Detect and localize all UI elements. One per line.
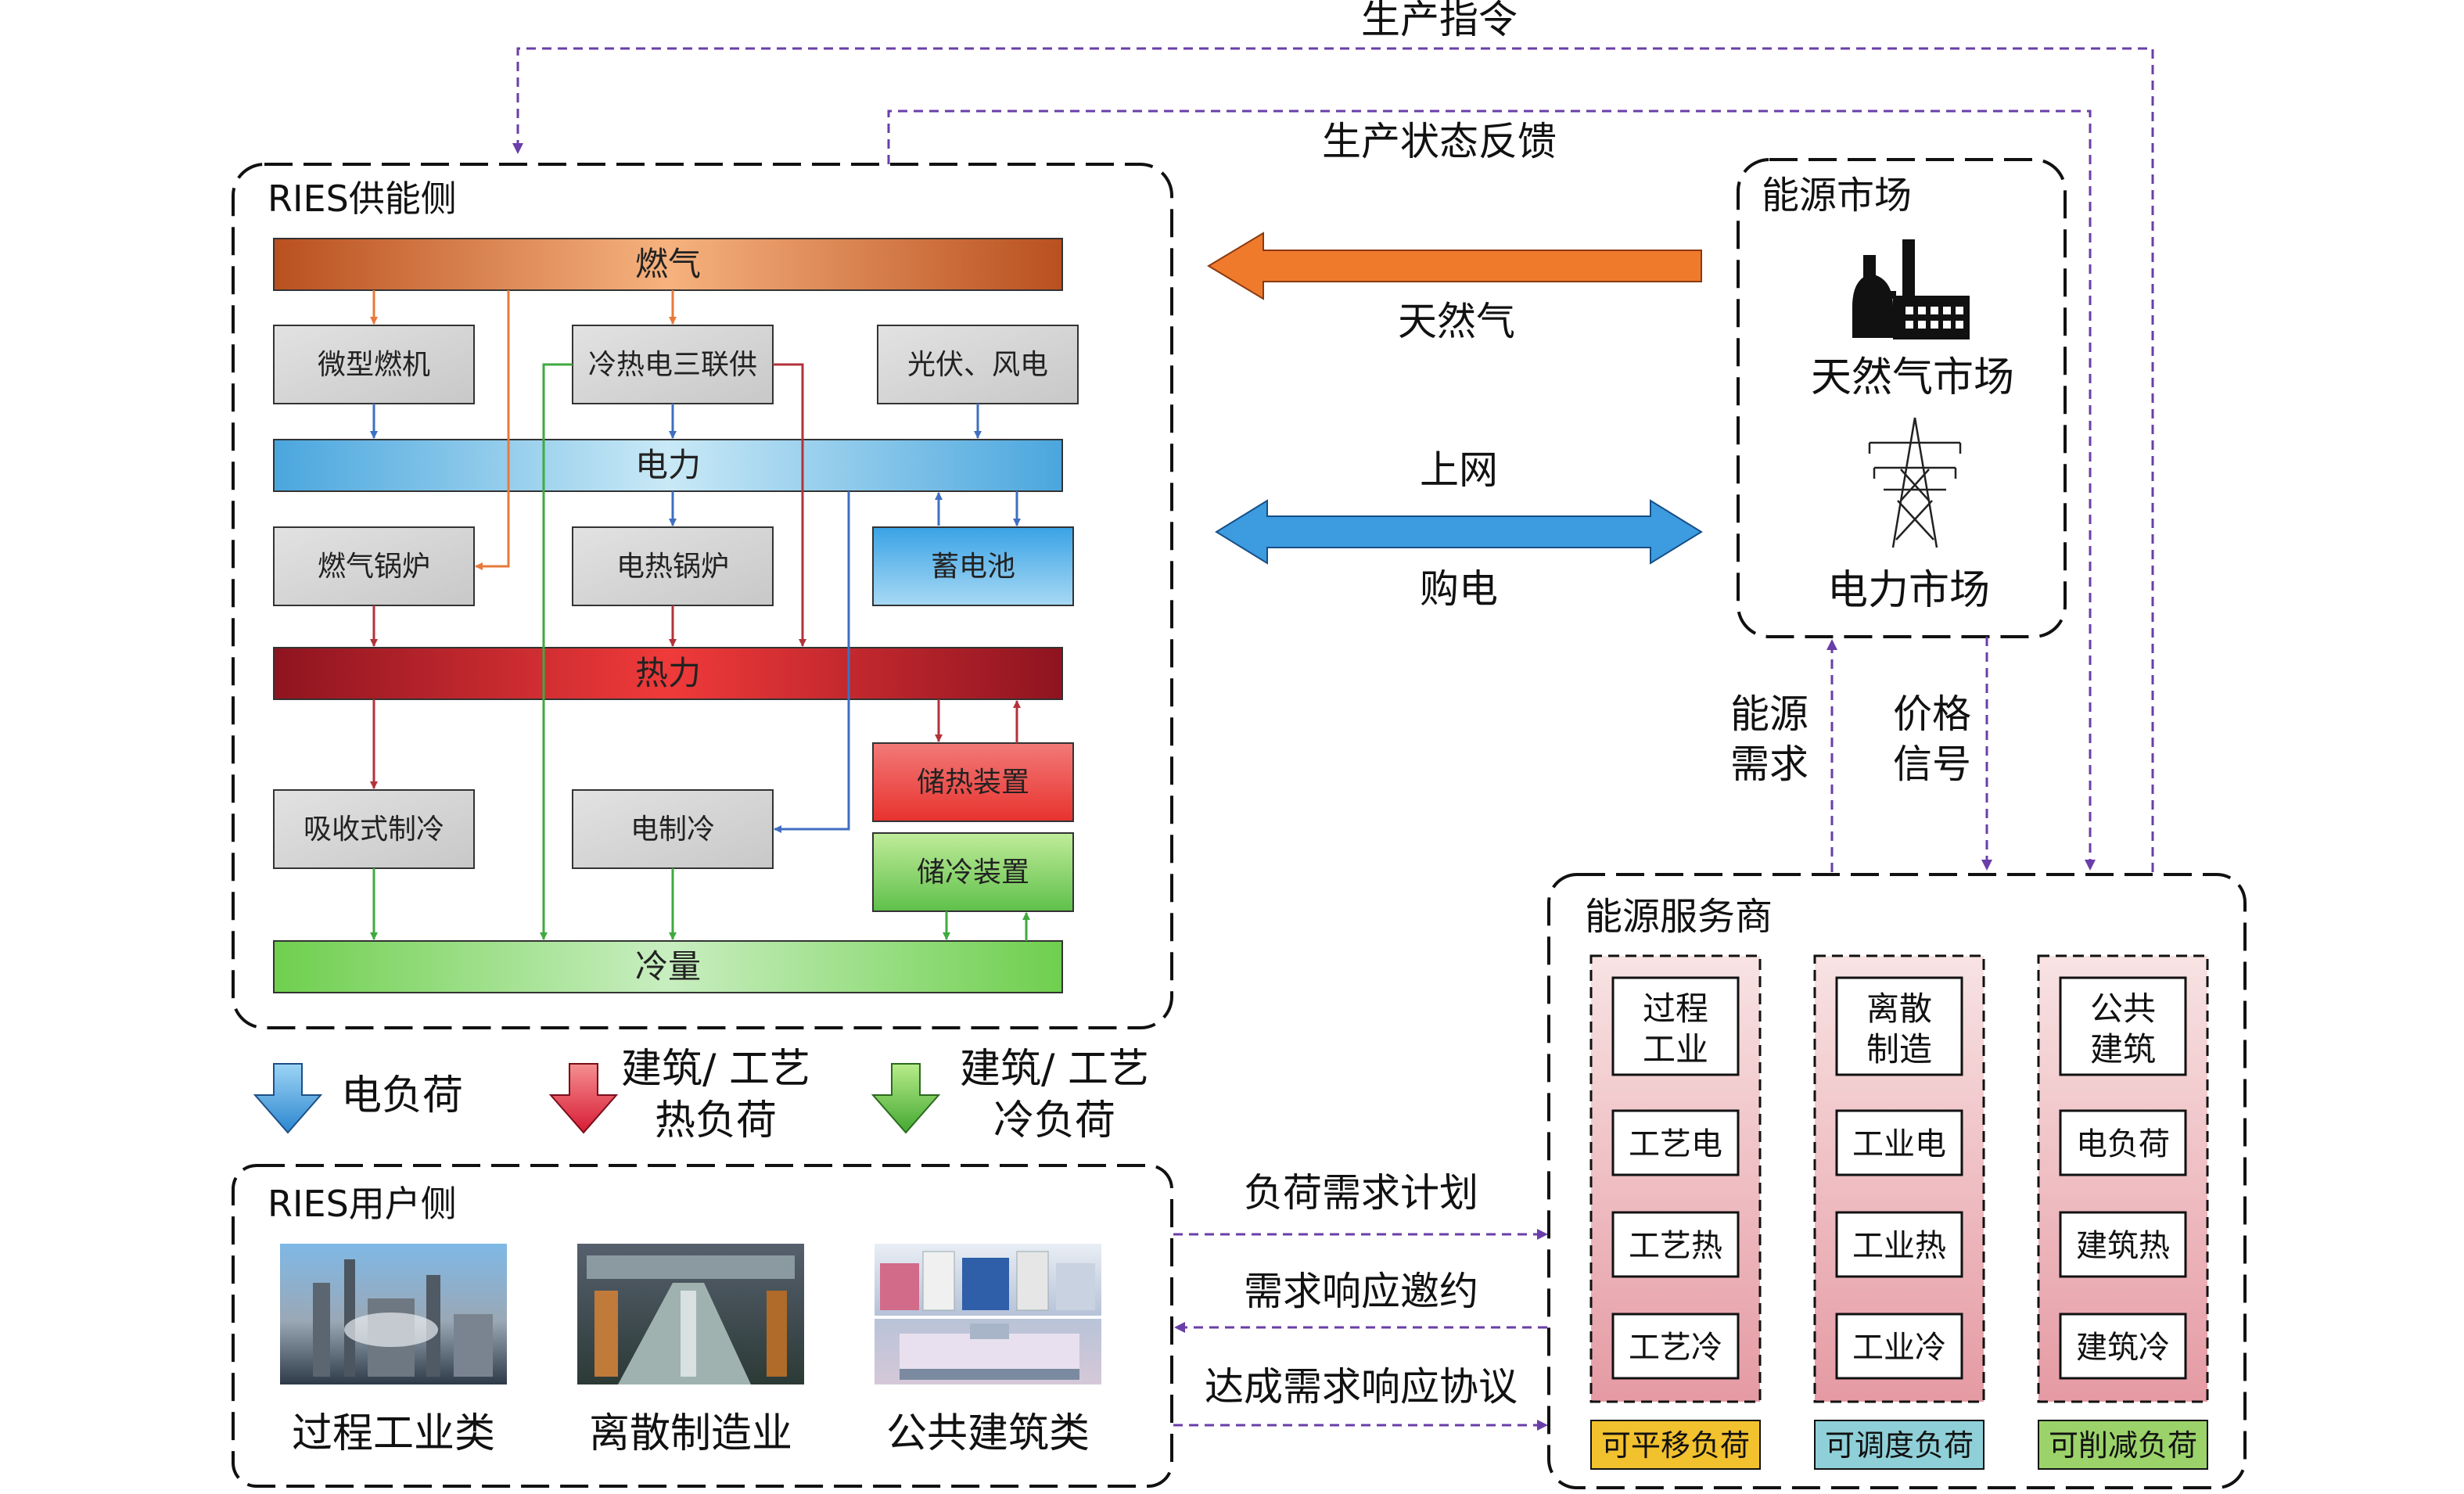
svg-text:燃气锅炉: 燃气锅炉 (318, 551, 430, 583)
production-command-label: 生产指令 (1361, 0, 1518, 42)
service-item: 建筑热 (2076, 1228, 2170, 1264)
svg-text:热力: 热力 (635, 654, 701, 692)
bus-power: 电力 (273, 439, 1063, 492)
electric-chiller-box: 电制冷 (572, 789, 774, 869)
service-item: 工业热 (1852, 1228, 1946, 1264)
service-column-public-head-2: 建筑 (2090, 1030, 2156, 1068)
svg-text:电制冷: 电制冷 (630, 813, 715, 846)
power-flows (370, 404, 1021, 833)
svg-text:电力: 电力 (635, 446, 701, 484)
service-item: 工艺冷 (1629, 1330, 1722, 1366)
cold-storage-box: 储冷装置 (872, 832, 1074, 912)
energy-market-title: 能源市场 (1762, 174, 1912, 217)
svg-text:冷量: 冷量 (635, 947, 701, 986)
svg-text:可平移负荷: 可平移负荷 (1601, 1428, 1750, 1463)
svg-text:微型燃机: 微型燃机 (318, 349, 430, 381)
service-column-public-head-1: 公共 (2090, 989, 2156, 1028)
supply-side-frame (232, 163, 1173, 1029)
svg-text:电热锅炉: 电热锅炉 (616, 551, 729, 583)
svg-text:燃气: 燃气 (635, 245, 701, 283)
service-footer-dispatchable: 可调度负荷 (1814, 1420, 1984, 1470)
power-market-label: 电力市场 (1827, 567, 1990, 614)
electric-load-label: 电负荷 (341, 1072, 463, 1119)
svg-text:蓄电池: 蓄电池 (931, 551, 1015, 583)
production-feedback-label: 生产状态反馈 (1322, 119, 1557, 164)
service-item: 建筑冷 (2076, 1330, 2170, 1366)
production-feedback-line (887, 110, 2096, 871)
service-footer-curtailable: 可削减负荷 (2038, 1420, 2208, 1470)
service-item: 工业电 (1852, 1126, 1946, 1162)
bus-gas: 燃气 (273, 238, 1063, 291)
dr-agreement-label: 达成需求响应协议 (1205, 1364, 1518, 1410)
natural-gas-label: 天然气 (1398, 299, 1515, 344)
grid-buy-label: 购电 (1420, 566, 1498, 612)
heat-flows (370, 363, 1021, 789)
power-tower-icon (1868, 417, 1962, 548)
svg-text:储热装置: 储热装置 (917, 767, 1029, 799)
production-command-line (512, 47, 2154, 872)
user-side-title: RIES用户侧 (268, 1183, 457, 1225)
energy-market-frame (1737, 158, 2067, 638)
service-column-discrete-head-2: 制造 (1866, 1030, 1932, 1068)
cold-load-label-2: 冷负荷 (993, 1097, 1115, 1144)
load-plan-label: 负荷需求计划 (1244, 1170, 1478, 1216)
discrete-manufacturing-photo (577, 1244, 804, 1384)
gas-flows (370, 290, 677, 570)
cold-load-label-1: 建筑/ 工艺 (960, 1046, 1149, 1093)
svg-text:吸收式制冷: 吸收式制冷 (304, 813, 444, 846)
svg-text:储冷装置: 储冷装置 (917, 857, 1029, 889)
svg-text:光伏、风电: 光伏、风电 (907, 349, 1048, 381)
service-column-discrete: 离散 制造 工业电 工业热 工业冷 (1813, 954, 1985, 1403)
bus-cold: 冷量 (273, 940, 1063, 993)
factory-icon (1852, 239, 1970, 339)
gas-boiler-box: 燃气锅炉 (273, 526, 475, 606)
svg-text:可削减负荷: 可削减负荷 (2049, 1428, 2197, 1463)
user-side-frame (232, 1164, 1173, 1488)
price-signal-label-1: 价格 (1893, 691, 1971, 737)
energy-demand-label-2: 需求 (1730, 742, 1808, 787)
heat-storage-box: 储热装置 (872, 742, 1074, 822)
service-provider-title: 能源服务商 (1585, 895, 1773, 939)
service-column-process: 过程 工业 工艺电 工艺热 工艺冷 (1589, 954, 1762, 1403)
bus-heat: 热力 (273, 647, 1063, 700)
service-provider-frame (1547, 873, 2247, 1489)
pv-wind-box: 光伏、风电 (877, 325, 1079, 404)
service-column-discrete-head-1: 离散 (1866, 989, 1932, 1028)
public-buildings-photo (875, 1244, 1101, 1384)
cold-load-arrow (871, 1063, 941, 1134)
service-column-public: 公共 建筑 电负荷 建筑热 建筑冷 (2037, 954, 2209, 1403)
heat-load-label-2: 热负荷 (655, 1097, 777, 1144)
service-column-process-head-2: 工业 (1643, 1030, 1708, 1068)
public-buildings-label: 公共建筑类 (886, 1410, 1090, 1457)
svg-text:冷热电三联供: 冷热电三联供 (588, 349, 757, 381)
supply-side-title: RIES供能侧 (268, 178, 457, 220)
battery-box: 蓄电池 (872, 526, 1074, 606)
heat-load-label-1: 建筑/ 工艺 (621, 1046, 810, 1093)
grid-exchange-arrow (1215, 499, 1703, 565)
process-industry-label: 过程工业类 (292, 1410, 495, 1457)
service-footer-shiftable: 可平移负荷 (1590, 1420, 1761, 1470)
absorption-chiller-box: 吸收式制冷 (273, 789, 475, 869)
price-signal-label-2: 信号 (1893, 742, 1971, 787)
heat-load-arrow (548, 1063, 619, 1134)
cold-flows (370, 363, 1030, 941)
electric-boiler-box: 电热锅炉 (572, 526, 774, 606)
dr-invite-label: 需求响应邀约 (1244, 1269, 1478, 1314)
service-item: 工艺电 (1629, 1126, 1722, 1162)
electric-load-arrow (253, 1063, 323, 1134)
service-item: 电负荷 (2076, 1126, 2170, 1162)
service-item: 工艺热 (1629, 1228, 1722, 1264)
service-item: 工业冷 (1852, 1330, 1946, 1366)
svg-text:可调度负荷: 可调度负荷 (1825, 1428, 1974, 1463)
gas-market-label: 天然气市场 (1811, 354, 2014, 401)
service-column-process-head-1: 过程 (1643, 989, 1708, 1028)
natural-gas-arrow (1207, 232, 1702, 300)
grid-sell-label: 上网 (1420, 447, 1498, 493)
process-industry-photo (280, 1244, 507, 1384)
energy-demand-label-1: 能源 (1730, 691, 1808, 737)
discrete-manufacturing-label: 离散制造业 (589, 1410, 792, 1457)
micro-turbine-box: 微型燃机 (273, 325, 475, 404)
cchp-box: 冷热电三联供 (572, 325, 774, 404)
